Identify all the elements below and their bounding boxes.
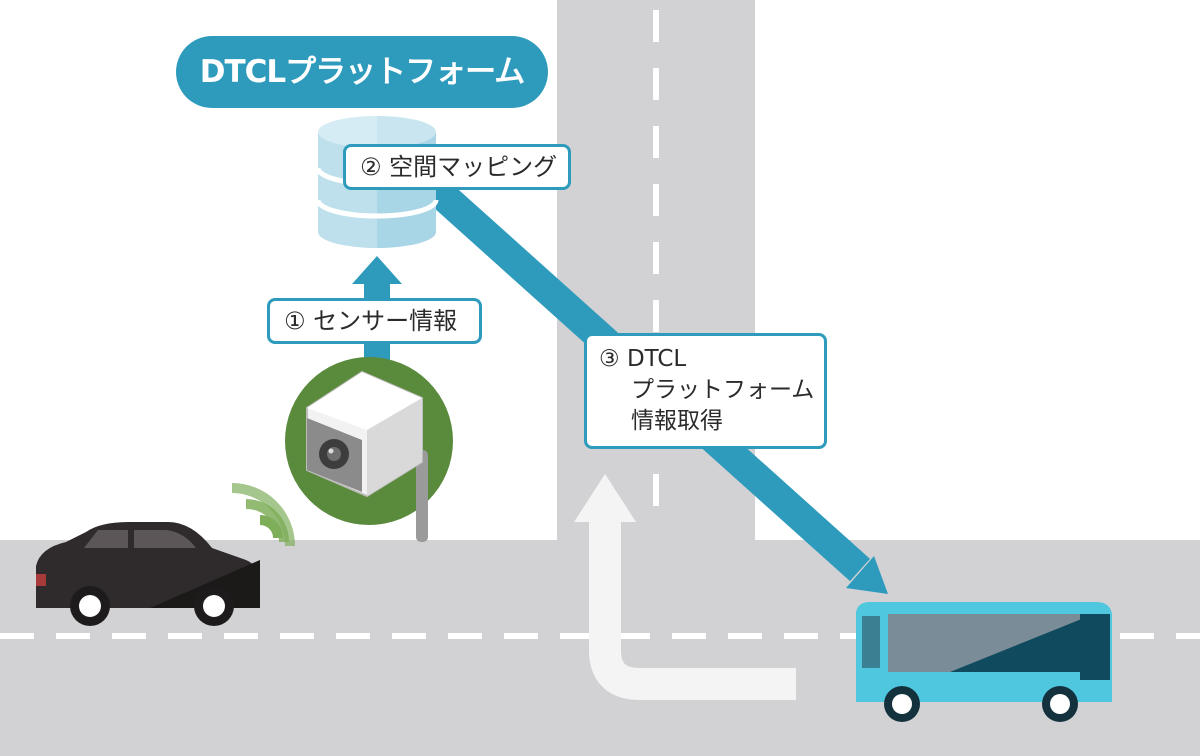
step-3-text-line-1: DTCL bbox=[626, 346, 687, 372]
car-icon bbox=[36, 522, 260, 626]
step-3-text-line-2: プラットフォーム bbox=[631, 377, 815, 403]
step-1-marker: ① bbox=[284, 307, 306, 335]
step-3-label: ③ DTCL プラットフォーム 情報取得 bbox=[584, 333, 827, 449]
platform-title: DTCLプラットフォーム bbox=[176, 36, 548, 108]
signal-wave-icon bbox=[231, 483, 295, 547]
camera-sensor-icon bbox=[285, 357, 453, 542]
step-3-marker: ③ bbox=[599, 346, 620, 372]
bus-icon bbox=[856, 602, 1112, 722]
step-1-label: ① センサー情報 bbox=[267, 298, 482, 344]
turn-arrow-icon bbox=[574, 474, 796, 700]
step-2-text: 空間マッピング bbox=[389, 153, 558, 181]
step-2-label: ② 空間マッピング bbox=[343, 144, 571, 190]
step-3-line-1: ③ DTCL bbox=[599, 344, 824, 375]
step-1-text: センサー情報 bbox=[313, 307, 458, 335]
step-2-marker: ② bbox=[360, 153, 382, 181]
step-3-text-line-3: 情報取得 bbox=[631, 408, 723, 434]
